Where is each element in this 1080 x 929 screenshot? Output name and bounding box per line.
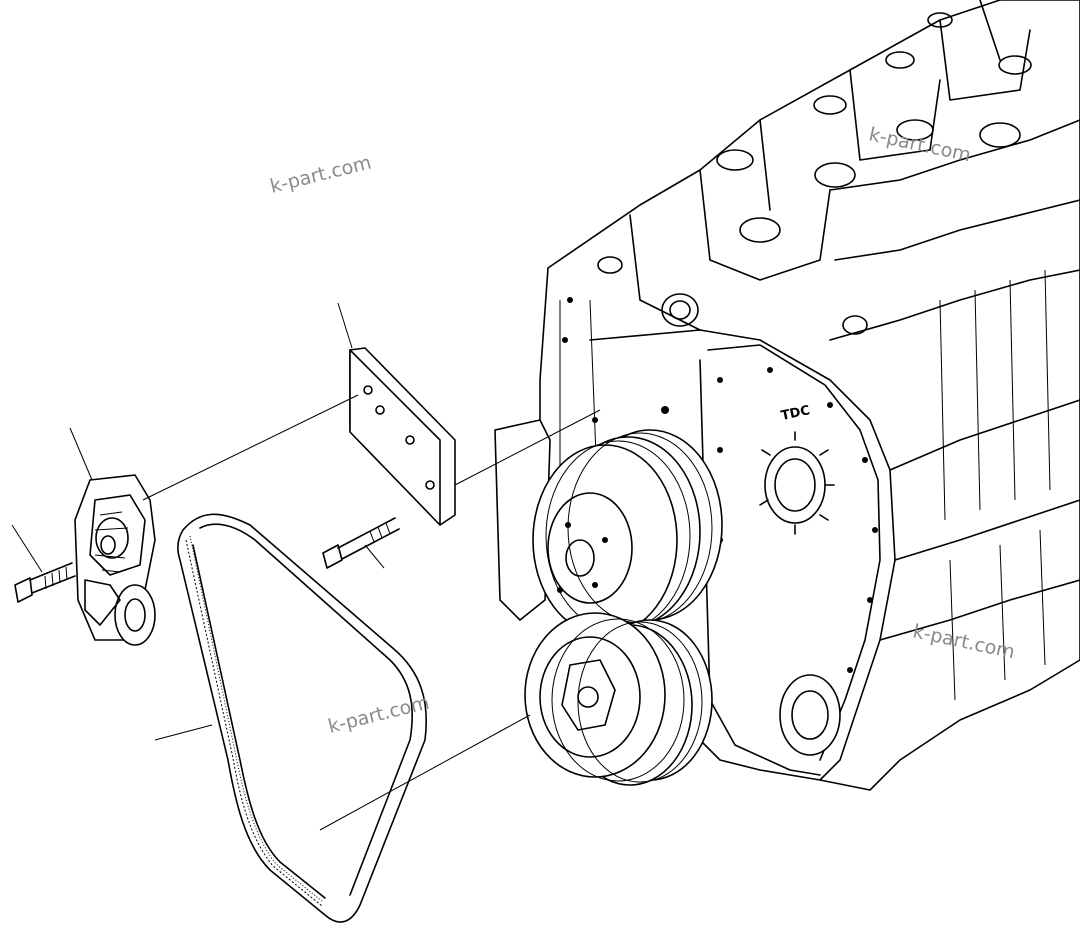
serpentine-belt: [177, 513, 428, 923]
bracket-mounting-bolt: [322, 517, 400, 569]
upper-damper-pulley: [532, 429, 723, 636]
watermark-4: k-part.com: [326, 691, 432, 737]
lower-crank-pulley: [524, 612, 713, 786]
belt-tensioner-assembly: [74, 474, 156, 646]
tensioner-mounting-bolt: [14, 562, 76, 603]
leader-lines: [11, 302, 601, 831]
tdc-label: TDC: [780, 403, 812, 424]
watermark-1: k-part.com: [268, 151, 374, 197]
tensioner-bracket-plate: [349, 347, 456, 526]
